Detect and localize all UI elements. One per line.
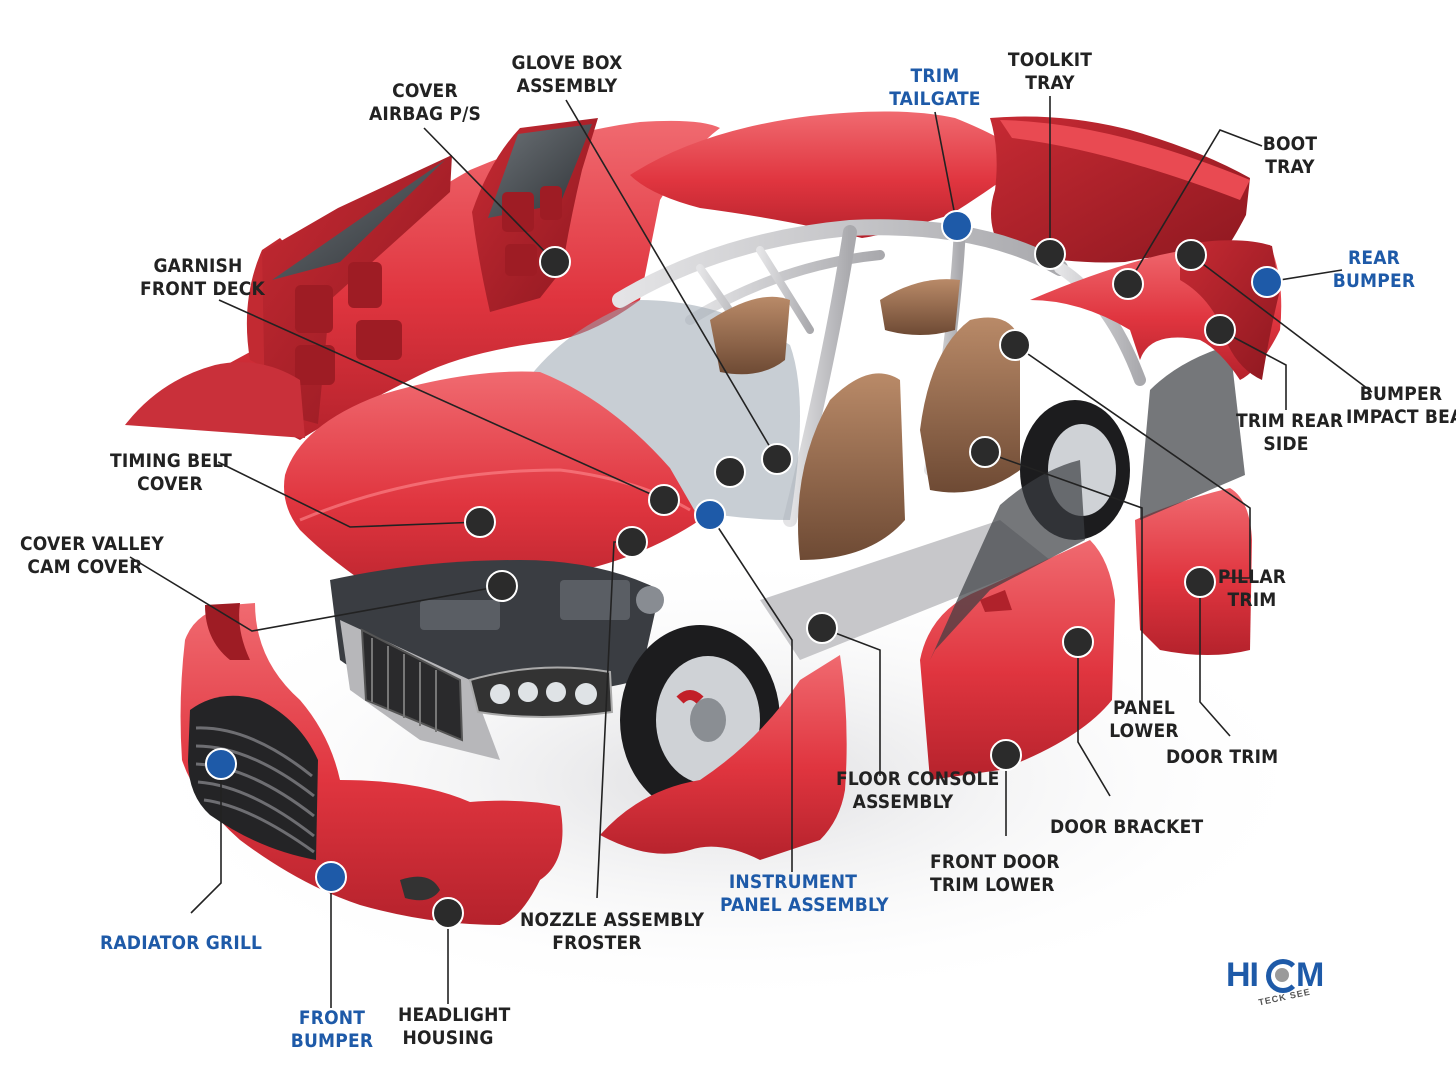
logo-text-right: M (1296, 956, 1325, 994)
marker-cover-airbag (539, 246, 571, 278)
marker-headlight-housing (432, 897, 464, 929)
marker-cover-valley (486, 570, 518, 602)
hood (284, 371, 700, 612)
marker-glove-box (761, 443, 793, 475)
markers (205, 210, 1283, 929)
marker-pillar-trim (999, 329, 1031, 361)
leader-lines (129, 96, 1373, 1008)
marker-toolkit-tray (1034, 238, 1066, 270)
logo-ring-icon (1266, 959, 1300, 993)
marker-windshield-extra (714, 456, 746, 488)
marker-instrument-panel (694, 499, 726, 531)
roof-panel (630, 111, 1030, 238)
logo-dot-icon (1275, 968, 1289, 982)
logo-text-left: HI (1226, 956, 1259, 994)
marker-timing-belt-cover (464, 506, 496, 538)
marker-door-trim (1184, 566, 1216, 598)
marker-trim-tailgate (941, 210, 973, 242)
marker-door-bracket (1062, 626, 1094, 658)
brand-logo: HI M TECK SEE (1226, 956, 1336, 1016)
marker-front-door-trim-lower (990, 739, 1022, 771)
marker-bumper-impact-beam (1175, 239, 1207, 271)
marker-boot-tray (1112, 268, 1144, 300)
headlight-assembly (468, 666, 614, 718)
marker-panel-lower (969, 436, 1001, 468)
marker-nozzle-assembly (616, 526, 648, 558)
marker-radiator-grill (205, 748, 237, 780)
label-door-trim: DOOR TRIM (1166, 746, 1279, 768)
front-fender (600, 655, 847, 860)
marker-floor-console (806, 612, 838, 644)
marker-front-bumper (315, 861, 347, 893)
trunk-lid (990, 116, 1250, 263)
radiator-core (360, 628, 464, 742)
marker-trim-rear-side (1204, 314, 1236, 346)
label-radiator-grill: RADIATOR GRILL (100, 932, 263, 954)
marker-rear-bumper (1251, 266, 1283, 298)
marker-garnish-front-deck (648, 484, 680, 516)
label-door-bracket: DOOR BRACKET (1050, 816, 1204, 838)
side-body-panel (125, 118, 720, 440)
